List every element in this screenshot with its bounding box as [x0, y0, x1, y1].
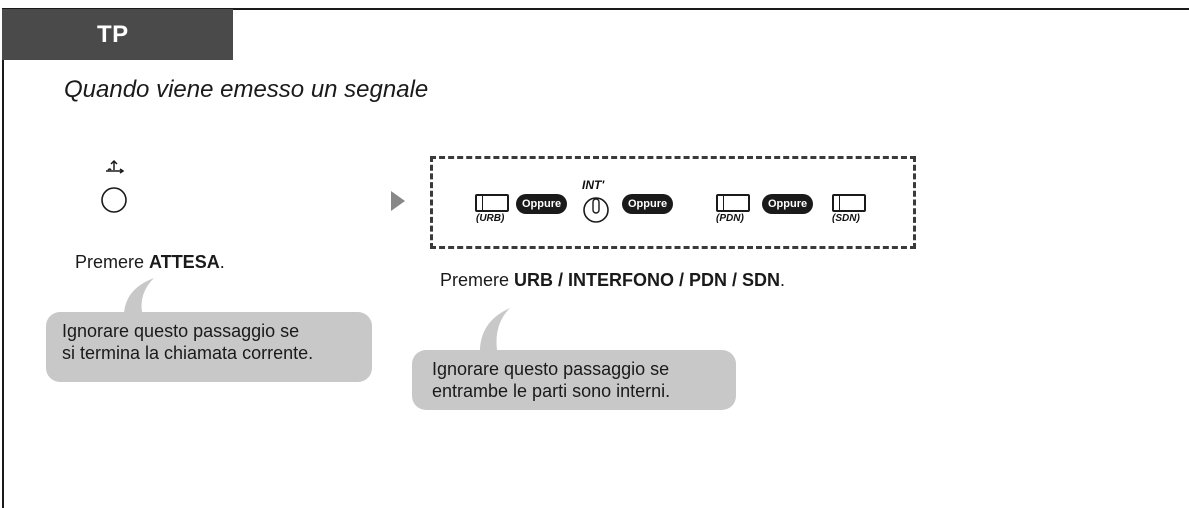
step1-caption-prefix: Premere [75, 252, 150, 272]
step1-caption-bold: ATTESA [149, 252, 220, 272]
intercom-button-icon [583, 197, 609, 223]
oppure-badge: Oppure [516, 194, 568, 214]
line-button-icon [475, 194, 509, 212]
step2-note-line: entrambe le parti sono interni. [432, 381, 671, 401]
hold-button-icon [101, 159, 127, 213]
step2-caption: Premere URB / INTERFONO / PDN / SDN. [440, 270, 785, 291]
section-tab: TP [2, 9, 233, 60]
step2-caption-prefix: Premere [440, 270, 515, 290]
oppure-badge: Oppure [622, 194, 674, 214]
oppure-badge: Oppure [762, 194, 814, 214]
step2-note-bubble: Ignorare questo passaggio se entrambe le… [412, 350, 736, 410]
step1-caption-suffix: . [219, 252, 225, 272]
section-subtitle: Quando viene emesso un segnale [64, 76, 429, 103]
line-button-icon [716, 194, 750, 212]
step1-note-bubble: Ignorare questo passaggio se si termina … [46, 312, 372, 382]
step1-note-line: si termina la chiamata corrente. [62, 343, 314, 363]
step2-caption-suffix: . [780, 270, 786, 290]
button-caption: (URB) [476, 213, 505, 224]
step2-caption-bold: URB / INTERFONO / PDN / SDN [514, 270, 781, 290]
button-options-box [430, 156, 916, 249]
intercom-label: INT' [582, 178, 605, 192]
button-caption: (PDN) [716, 213, 744, 224]
section-tab-label: TP [97, 21, 129, 48]
bubble-tail [479, 308, 510, 356]
button-caption: (SDN) [832, 213, 860, 224]
next-arrow-icon [391, 191, 405, 211]
step2-note-line: Ignorare questo passaggio se [432, 359, 670, 379]
frame-top-rule [2, 8, 1189, 10]
step1-note-line: Ignorare questo passaggio se [62, 321, 300, 341]
line-button-icon [832, 194, 866, 212]
bubble-tail [123, 278, 154, 320]
step1-caption: Premere ATTESA. [75, 252, 225, 273]
frame-left-rule [2, 8, 4, 508]
